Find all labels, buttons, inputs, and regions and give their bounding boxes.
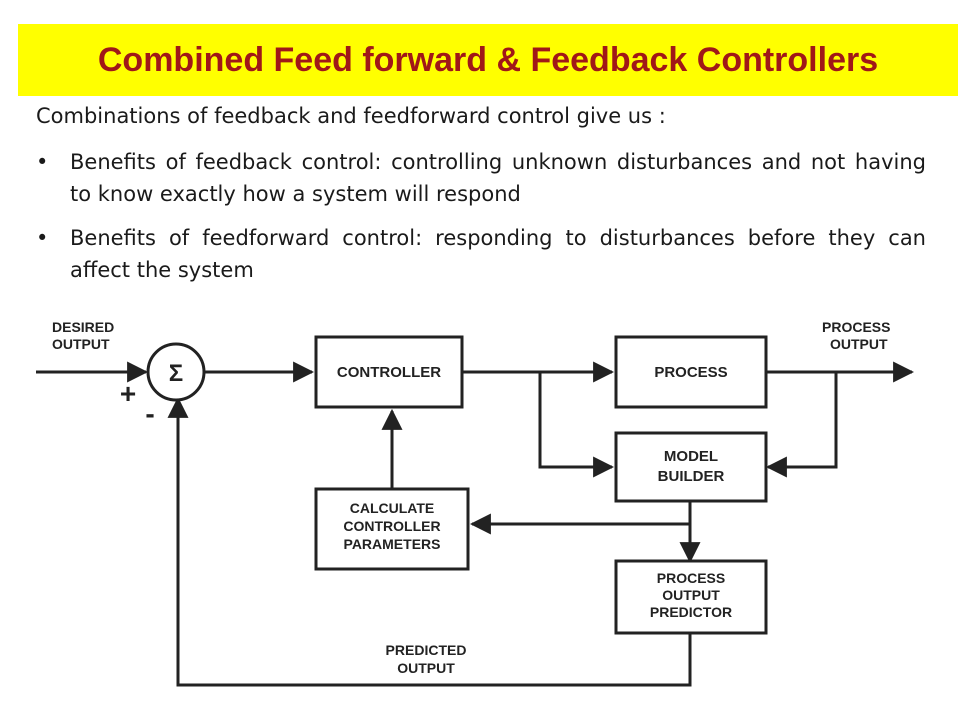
desired-output-label-2: OUTPUT bbox=[52, 336, 110, 352]
predictor-box bbox=[614, 559, 768, 635]
desired-output-label-1: DESIRED bbox=[52, 319, 114, 335]
predicted-output-label-2: OUTPUT bbox=[397, 660, 455, 676]
predictor-label-2: OUTPUT bbox=[662, 587, 720, 603]
calc-label-3: PARAMETERS bbox=[344, 536, 441, 552]
bullet-text: Benefits of feedback control: controllin… bbox=[70, 150, 926, 206]
bullet-list: • Benefits of feedback control: controll… bbox=[36, 146, 926, 298]
bullet-item: • Benefits of feedforward control: respo… bbox=[36, 222, 926, 286]
predicted-output-label-1: PREDICTED bbox=[386, 642, 467, 658]
calculate-parameters-box bbox=[314, 487, 470, 571]
predictor-label-3: PREDICTOR bbox=[650, 604, 732, 620]
process-output-label-1: PROCESS bbox=[822, 319, 890, 335]
model-builder-box bbox=[614, 431, 768, 503]
model-builder-label-2: BUILDER bbox=[658, 468, 725, 485]
bullet-item: • Benefits of feedback control: controll… bbox=[36, 146, 926, 210]
output-to-model-line bbox=[765, 372, 838, 478]
summing-junction bbox=[146, 342, 206, 402]
model-builder-label-1: MODEL bbox=[664, 448, 718, 465]
controller-label: CONTROLLER bbox=[337, 364, 441, 381]
feedback-line bbox=[167, 396, 692, 687]
intro-text: Combinations of feedback and feedforward… bbox=[36, 104, 666, 128]
controller-box bbox=[314, 335, 464, 409]
bullet-dot-icon: • bbox=[36, 150, 49, 174]
process-label: PROCESS bbox=[654, 364, 727, 381]
calc-label-1: CALCULATE bbox=[350, 500, 435, 516]
summer-symbol: Σ bbox=[169, 360, 183, 387]
controller-to-model-line bbox=[538, 372, 615, 478]
process-output-label-2: OUTPUT bbox=[830, 336, 888, 352]
calc-label-2: CONTROLLER bbox=[343, 518, 440, 534]
minus-sign: - bbox=[145, 398, 154, 429]
control-block-diagram: Σ + - CONTROLLER PROCESS MODEL BUILDER C… bbox=[36, 319, 915, 687]
predictor-label-1: PROCESS bbox=[657, 570, 725, 586]
process-box bbox=[614, 335, 768, 409]
title-bar: Combined Feed forward & Feedback Control… bbox=[18, 24, 958, 96]
page-title: Combined Feed forward & Feedback Control… bbox=[97, 40, 879, 79]
bullet-dot-icon: • bbox=[36, 226, 49, 250]
plus-sign: + bbox=[120, 378, 136, 409]
bullet-text: Benefits of feedforward control: respond… bbox=[70, 226, 926, 282]
